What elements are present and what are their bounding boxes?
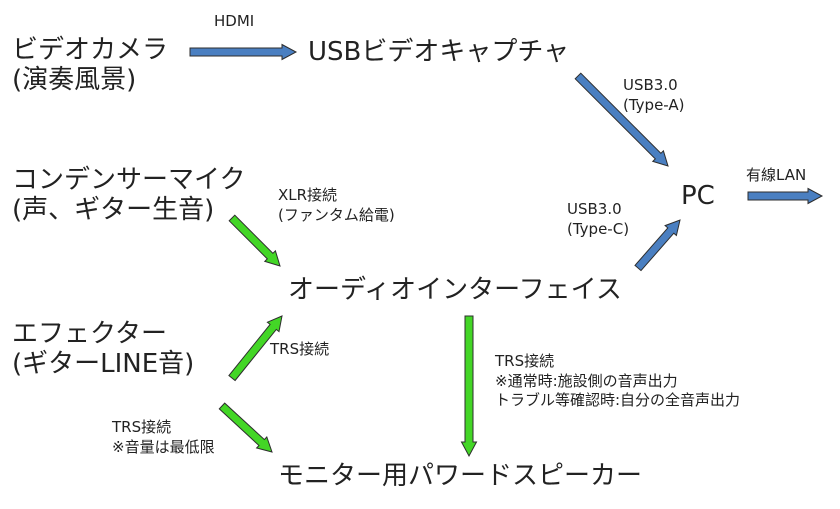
arrow-interface-to-pc bbox=[634, 219, 681, 272]
node-pc: PC bbox=[681, 181, 715, 212]
label-usb-type-c-line-1: USB3.0 bbox=[567, 200, 622, 218]
label-trs-effector-speaker-line-1: TRS接続 bbox=[112, 418, 172, 436]
node-condenser-mic-line-1: コンデンサーマイク bbox=[12, 165, 246, 195]
label-usb-type-a: USB3.0 (Type-A) bbox=[623, 76, 685, 115]
label-usb-type-a-line-1: USB3.0 bbox=[623, 76, 678, 94]
node-usb-video-capture: USBビデオキャプチャ bbox=[308, 37, 570, 68]
node-condenser-mic: コンデンサーマイク (声、ギター生音) bbox=[12, 165, 246, 226]
label-trs-speaker: TRS接続 ※通常時:施設側の音声出力 トラブル等確認時:自分の全音声出力 bbox=[495, 352, 740, 411]
label-wired-lan-line-1: 有線LAN bbox=[746, 166, 807, 184]
label-usb-type-c-line-2: (Type-C) bbox=[567, 219, 630, 238]
label-xlr: XLR接続 (ファンタム給電) bbox=[278, 186, 395, 225]
node-condenser-mic-line-2: (声、ギター生音) bbox=[12, 194, 215, 225]
node-effector-line-1: エフェクター bbox=[12, 319, 167, 349]
label-trs-effector-speaker-line-2: ※音量は最低限 bbox=[112, 437, 215, 456]
arrow-capture-to-pc bbox=[574, 72, 669, 167]
node-pc-line-1: PC bbox=[681, 181, 715, 211]
node-monitor-speaker-line-1: モニター用パワードスピーカー bbox=[278, 461, 643, 491]
label-hdmi: HDMI bbox=[214, 12, 254, 32]
node-usb-video-capture-line-1: USBビデオキャプチャ bbox=[308, 37, 570, 67]
label-trs-speaker-line-3: トラブル等確認時:自分の全音声出力 bbox=[495, 391, 741, 409]
label-hdmi-line-1: HDMI bbox=[214, 12, 255, 30]
label-trs-effector: TRS接続 bbox=[270, 340, 329, 360]
node-video-camera-line-2: (演奏風景) bbox=[12, 64, 137, 95]
node-effector: エフェクター (ギターLINE音) bbox=[12, 319, 195, 380]
label-trs-speaker-line-2: ※通常時:施設側の音声出力 bbox=[495, 371, 678, 390]
arrow-mic-to-interface bbox=[228, 214, 281, 267]
label-xlr-line-1: XLR接続 bbox=[278, 186, 338, 204]
arrow-interface-to-speaker bbox=[460, 315, 478, 458]
node-audio-interface: オーディオインターフェイス bbox=[288, 275, 622, 306]
arrow-pc-to-lan bbox=[747, 187, 824, 205]
label-wired-lan: 有線LAN bbox=[746, 166, 806, 186]
node-monitor-speaker: モニター用パワードスピーカー bbox=[278, 461, 643, 492]
label-usb-type-a-line-2: (Type-A) bbox=[623, 95, 685, 114]
node-video-camera: ビデオカメラ (演奏風景) bbox=[12, 35, 169, 96]
arrow-effector-to-speaker bbox=[218, 402, 273, 453]
label-xlr-line-2: (ファンタム給電) bbox=[278, 205, 395, 224]
node-audio-interface-line-1: オーディオインターフェイス bbox=[288, 275, 622, 305]
node-effector-line-2: (ギターLINE音) bbox=[12, 348, 195, 379]
label-usb-type-c: USB3.0 (Type-C) bbox=[567, 200, 629, 239]
arrow-effector-to-interface bbox=[228, 315, 283, 382]
label-trs-effector-line-1: TRS接続 bbox=[270, 340, 330, 358]
node-video-camera-line-1: ビデオカメラ bbox=[12, 35, 169, 65]
label-trs-effector-speaker: TRS接続 ※音量は最低限 bbox=[112, 418, 215, 457]
label-trs-speaker-line-1: TRS接続 bbox=[495, 352, 555, 370]
arrow-camera-to-capture bbox=[189, 43, 298, 61]
